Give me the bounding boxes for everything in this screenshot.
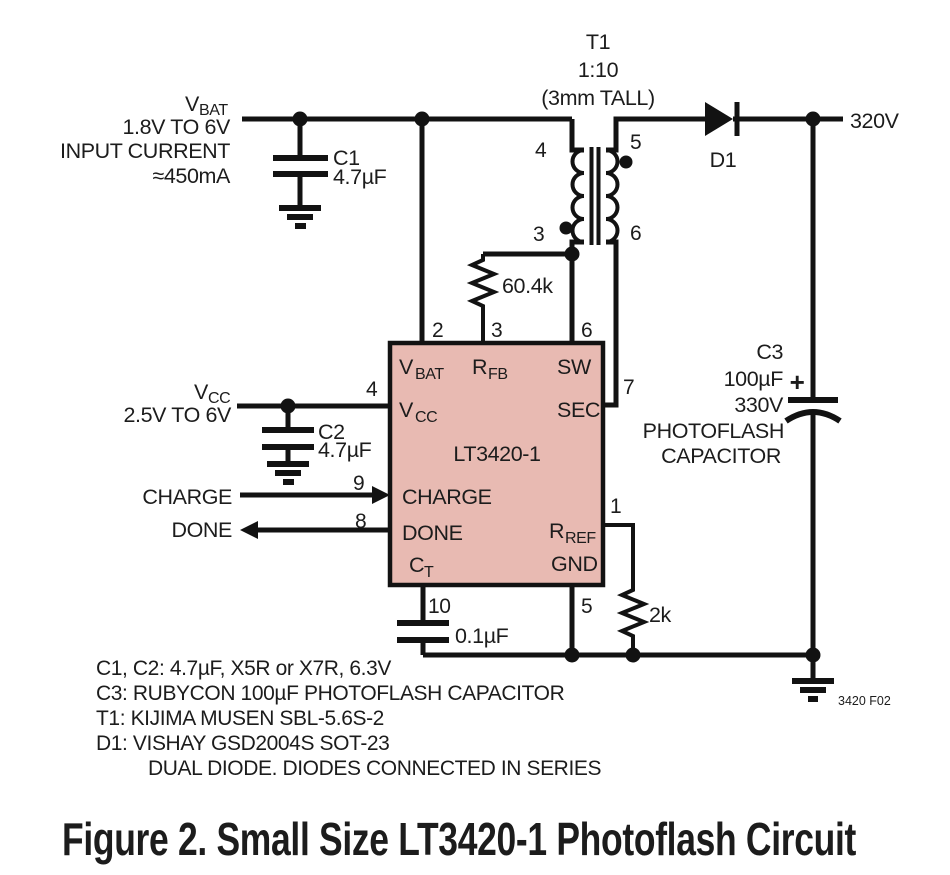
ic-pin-label-ct-sub: T (424, 564, 434, 581)
charge-signal-label: CHARGE (142, 485, 232, 509)
note-line: DUAL DIODE. DIODES CONNECTED IN SERIES (148, 757, 601, 780)
pin-number-5: 5 (581, 595, 592, 618)
c1-capacitor (273, 119, 328, 229)
c1-ref-label: C1 (333, 146, 360, 170)
pin-number-1: 1 (610, 495, 621, 518)
c2-ref-label: C2 (318, 420, 345, 444)
ic-pin-labels: V BAT R FB SW V CC SEC LT3420-1 CHARGE D… (399, 355, 600, 581)
c3-value-label: 100µF (724, 367, 784, 391)
pin-number-3: 3 (491, 319, 502, 342)
junction-dots (280, 111, 821, 663)
ground-symbol (792, 678, 834, 702)
vbat-label-sub: BAT (199, 102, 228, 119)
c3-desc-line1: PHOTOFLASH (643, 419, 784, 443)
done-signal-label: DONE (171, 518, 232, 542)
rfb-value-label: 60.4k (502, 274, 553, 298)
transformer-pin-5: 5 (630, 131, 641, 154)
ic-pin-numbers: 2 3 6 4 7 9 8 10 5 1 (353, 319, 635, 618)
transformer-pin-3: 3 (533, 223, 544, 246)
ic-pin-label-gnd: GND (551, 552, 598, 576)
primary-winding (570, 148, 585, 244)
ground-symbol (267, 461, 309, 485)
ic-body (387, 340, 606, 588)
transformer-ref: T1 (586, 30, 610, 54)
secondary-winding (605, 148, 620, 244)
transformer-height-note: (3mm TALL) (541, 86, 654, 110)
ct-value-label: 0.1µF (455, 624, 509, 648)
ground-rail-wire (423, 585, 813, 658)
done-arrow (240, 521, 390, 539)
primary-phase-dot (559, 221, 573, 235)
ic-pin-label-vcc-sub: CC (415, 409, 437, 426)
t1-transformer-symbol (559, 116, 705, 408)
ic-pin-label-rref: R (549, 519, 564, 543)
rfb-resistor-symbol (466, 251, 572, 343)
vcc-label-sub: CC (208, 390, 230, 407)
vbat-label: V (185, 92, 200, 116)
vcc-label: V (194, 380, 209, 404)
transformer-labels: T1 1:10 (3mm TALL) 4 3 5 6 (533, 30, 655, 246)
transformer-pin-6: 6 (630, 222, 641, 245)
component-labels: C1 4.7µF C2 4.7µF D1 60.4k 2k 0.1µF C3 1… (318, 146, 805, 648)
pin-number-4: 4 (366, 378, 378, 401)
pin-number-10: 10 (428, 595, 451, 618)
pin-number-6: 6 (581, 319, 592, 342)
c3-rating-label: 330V (734, 393, 784, 417)
d1-ref-label: D1 (710, 148, 737, 172)
charge-arrow (240, 486, 390, 504)
pin-number-9: 9 (353, 472, 364, 495)
ic-pin-label-ct: C (409, 553, 424, 577)
note-line: T1: KIJIMA MUSEN SBL-5.6S-2 (96, 707, 384, 730)
figure-caption: Figure 2. Small Size LT3420-1 Photoflash… (62, 813, 856, 865)
ic-pin-label-sec: SEC (557, 398, 600, 422)
ct-capacitor (397, 585, 449, 655)
ic-pin-label-rfb-sub: FB (488, 366, 508, 383)
rref-resistor-symbol (603, 523, 650, 655)
note-line: C3: RUBYCON 100µF PHOTOFLASH CAPACITOR (96, 682, 565, 705)
vbat-current-line2: ≈450mA (152, 164, 231, 188)
figure-ref-code: 3420 F02 (838, 694, 891, 708)
ic-pin-label-rfb: R (472, 355, 487, 379)
c2-capacitor (262, 406, 314, 485)
vbat-input-label: V BAT 1.8V TO 6V INPUT CURRENT ≈450mA (60, 92, 231, 188)
secondary-phase-dot (619, 155, 633, 169)
pin-number-2: 2 (432, 319, 443, 342)
ic-pin-label-charge: CHARGE (402, 485, 492, 509)
vbat-rail-wire (242, 116, 572, 343)
ic-pin-label-done: DONE (402, 521, 463, 545)
ic-pin-label-rref-sub: REF (565, 530, 596, 547)
note-line: D1: VISHAY GSD2004S SOT-23 (96, 732, 389, 755)
d1-diode-symbol (705, 102, 843, 136)
ic-pin-label-sw: SW (557, 355, 592, 379)
vbat-current-line1: INPUT CURRENT (60, 139, 230, 163)
pin-number-8: 8 (355, 510, 366, 533)
c3-ref-label: C3 (756, 340, 783, 364)
ic-pin-label-vbat: V (399, 355, 414, 379)
vcc-input-label: V CC 2.5V TO 6V (123, 380, 232, 427)
transformer-pin-4: 4 (535, 139, 547, 162)
pin-number-7: 7 (623, 376, 634, 399)
ic-part-number: LT3420-1 (453, 442, 540, 466)
c1-value-label: 4.7µF (333, 165, 387, 189)
c3-polarity-sign: + (790, 367, 805, 397)
rref-value-label: 2k (649, 603, 672, 627)
c2-value-label: 4.7µF (318, 438, 372, 462)
c3-desc-line2: CAPACITOR (661, 444, 781, 468)
ic-pin-label-vbat-sub: BAT (415, 366, 444, 383)
output-voltage-label: 320V (850, 109, 900, 133)
transformer-ratio: 1:10 (578, 58, 619, 82)
note-line: C1, C2: 4.7µF, X5R or X7R, 6.3V (96, 657, 391, 680)
notes-block: C1, C2: 4.7µF, X5R or X7R, 6.3V C3: RUBY… (96, 657, 602, 780)
vbat-range: 1.8V TO 6V (122, 115, 231, 139)
vcc-range: 2.5V TO 6V (123, 403, 232, 427)
c3-capacitor (784, 119, 842, 702)
ground-symbol (279, 205, 321, 229)
ic-pin-label-vcc: V (399, 398, 414, 422)
